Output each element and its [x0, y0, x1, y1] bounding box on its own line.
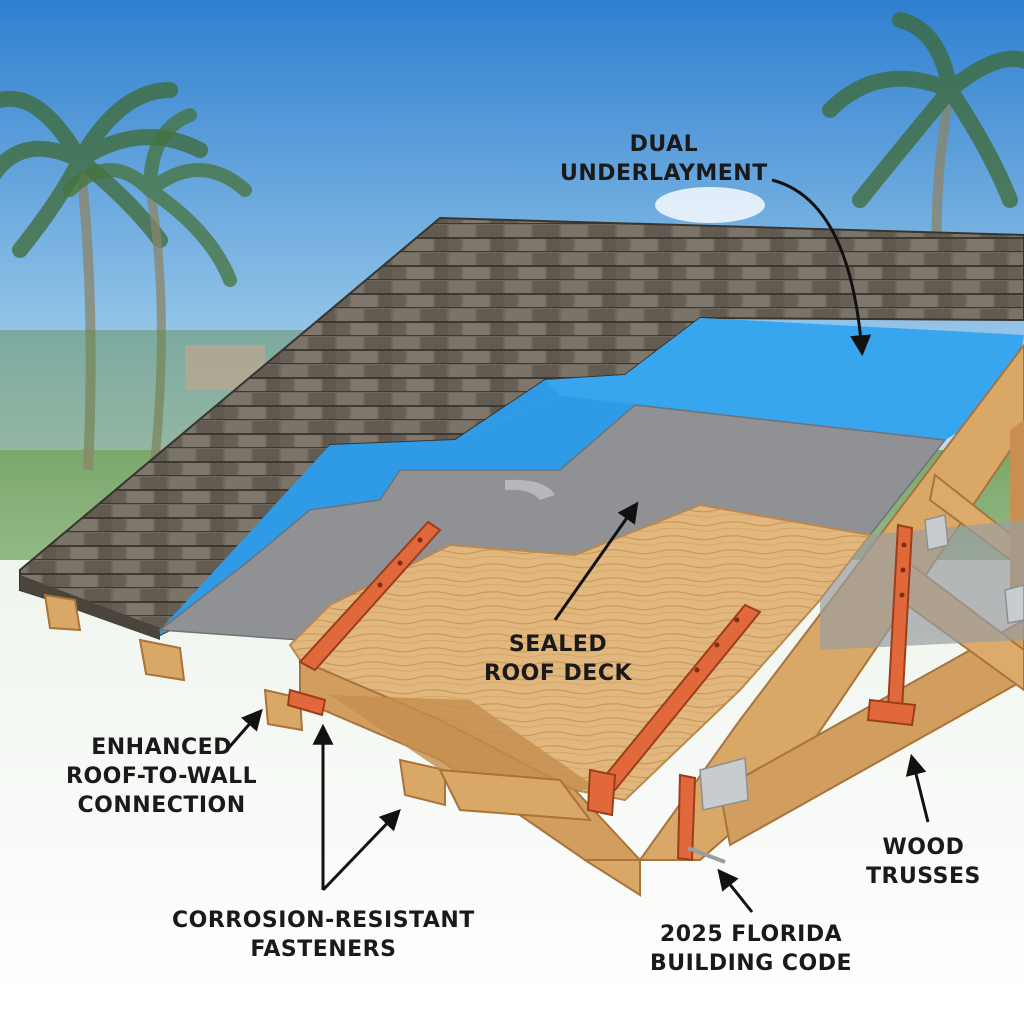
label-line: WOOD: [882, 835, 965, 860]
palm-tree-icon: [63, 108, 252, 461]
label-sealed-roof-deck: SEALED ROOF DECK: [484, 630, 632, 688]
label-line: ROOF-TO-WALL: [66, 764, 258, 789]
underlayment-fold: [505, 479, 555, 500]
label-line: ENHANCED: [91, 735, 232, 760]
gusset-plate: [924, 514, 949, 551]
arrow-sealed-roof-deck: [553, 501, 639, 621]
arrow-roof-to-wall: [223, 708, 263, 753]
shingle-edge: [20, 575, 160, 640]
bolt: [687, 846, 726, 864]
label-line: CONNECTION: [77, 793, 246, 818]
strap-nail-holes: [377, 537, 907, 673]
truss-underside-shadow: [820, 520, 1024, 650]
ceiling-joist: [330, 695, 600, 790]
label-line: BUILDING CODE: [650, 951, 853, 976]
cloud: [655, 187, 765, 223]
palm-tree-icon: [0, 82, 208, 471]
annotation-arrows: [223, 178, 930, 913]
blue-underlayment-top: [545, 318, 1024, 440]
label-line: DUAL: [629, 132, 699, 157]
hurricane-straps: [286, 520, 917, 862]
label-line: SEALED: [508, 632, 608, 657]
blue-underlayment-left: [160, 395, 635, 630]
arrow-building-code: [717, 868, 754, 913]
truss-bottom-chord: [718, 618, 1024, 847]
label-line: CORROSION-RESISTANT: [172, 908, 475, 933]
label-roof-to-wall: ENHANCED ROOF-TO-WALL CONNECTION: [66, 733, 257, 820]
arrow-wood-trusses: [905, 753, 930, 823]
gusset-plate: [699, 757, 749, 811]
joist-end: [438, 768, 593, 822]
gusset-plate: [1004, 584, 1024, 624]
label-line: 2025 FLORIDA: [659, 922, 843, 947]
arrow-dual-underlayment: [771, 178, 872, 357]
label-line: ROOF DECK: [484, 661, 633, 686]
arrow-fasteners-diag: [321, 808, 401, 892]
label-building-code: 2025 FLORIDA BUILDING CODE: [650, 920, 852, 978]
label-wood-trusses: WOOD TRUSSES: [866, 833, 981, 891]
label-fasteners: CORROSION-RESISTANT FASTENERS: [172, 906, 475, 964]
label-line: UNDERLAYMENT: [560, 161, 768, 186]
label-line: FASTENERS: [250, 937, 397, 962]
label-line: TRUSSES: [866, 864, 981, 889]
label-dual-underlayment: DUAL UNDERLAYMENT: [560, 130, 768, 188]
